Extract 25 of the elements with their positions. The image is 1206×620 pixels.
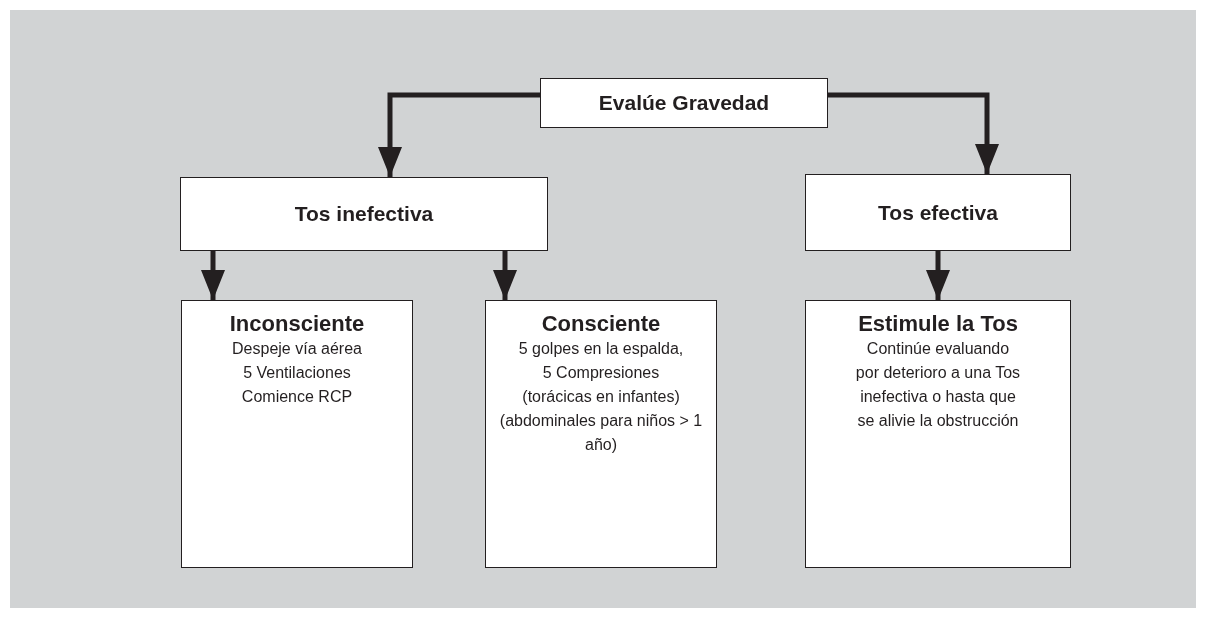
box-heading: Evalúe Gravedad [598, 90, 770, 116]
arrow [926, 251, 950, 300]
step-box [805, 300, 1071, 568]
box-text: 5 Ventilaciones [243, 363, 351, 383]
arrow [201, 251, 225, 300]
box-text: 5 Compresiones [542, 363, 660, 383]
box-text: 5 golpes en la espalda, [518, 339, 684, 359]
box-heading: Inconsciente [229, 311, 365, 337]
process-box [805, 174, 1071, 251]
arrow [378, 92, 540, 177]
box-heading: Estimule la Tos [858, 311, 1018, 337]
box-heading: Consciente [541, 311, 661, 337]
process-box [180, 177, 548, 251]
step-box [485, 300, 717, 568]
box-text: Despeje vía aérea [232, 339, 362, 359]
step-box [181, 300, 413, 568]
box-text: (torácicas en infantes) [522, 387, 680, 407]
arrow [493, 251, 517, 300]
box-heading: Tos inefectiva [294, 201, 434, 227]
box-text: Comience RCP [241, 387, 353, 407]
arrow [828, 92, 999, 174]
box-heading: Tos efectiva [878, 199, 998, 226]
box-text: (abdominales para niños > 1 año) [498, 411, 704, 455]
box-text: Continúe evaluando por deterioro a una Tos inefectiva o hasta que se alivie la obstrucción [855, 339, 1021, 431]
process-box [540, 78, 828, 128]
